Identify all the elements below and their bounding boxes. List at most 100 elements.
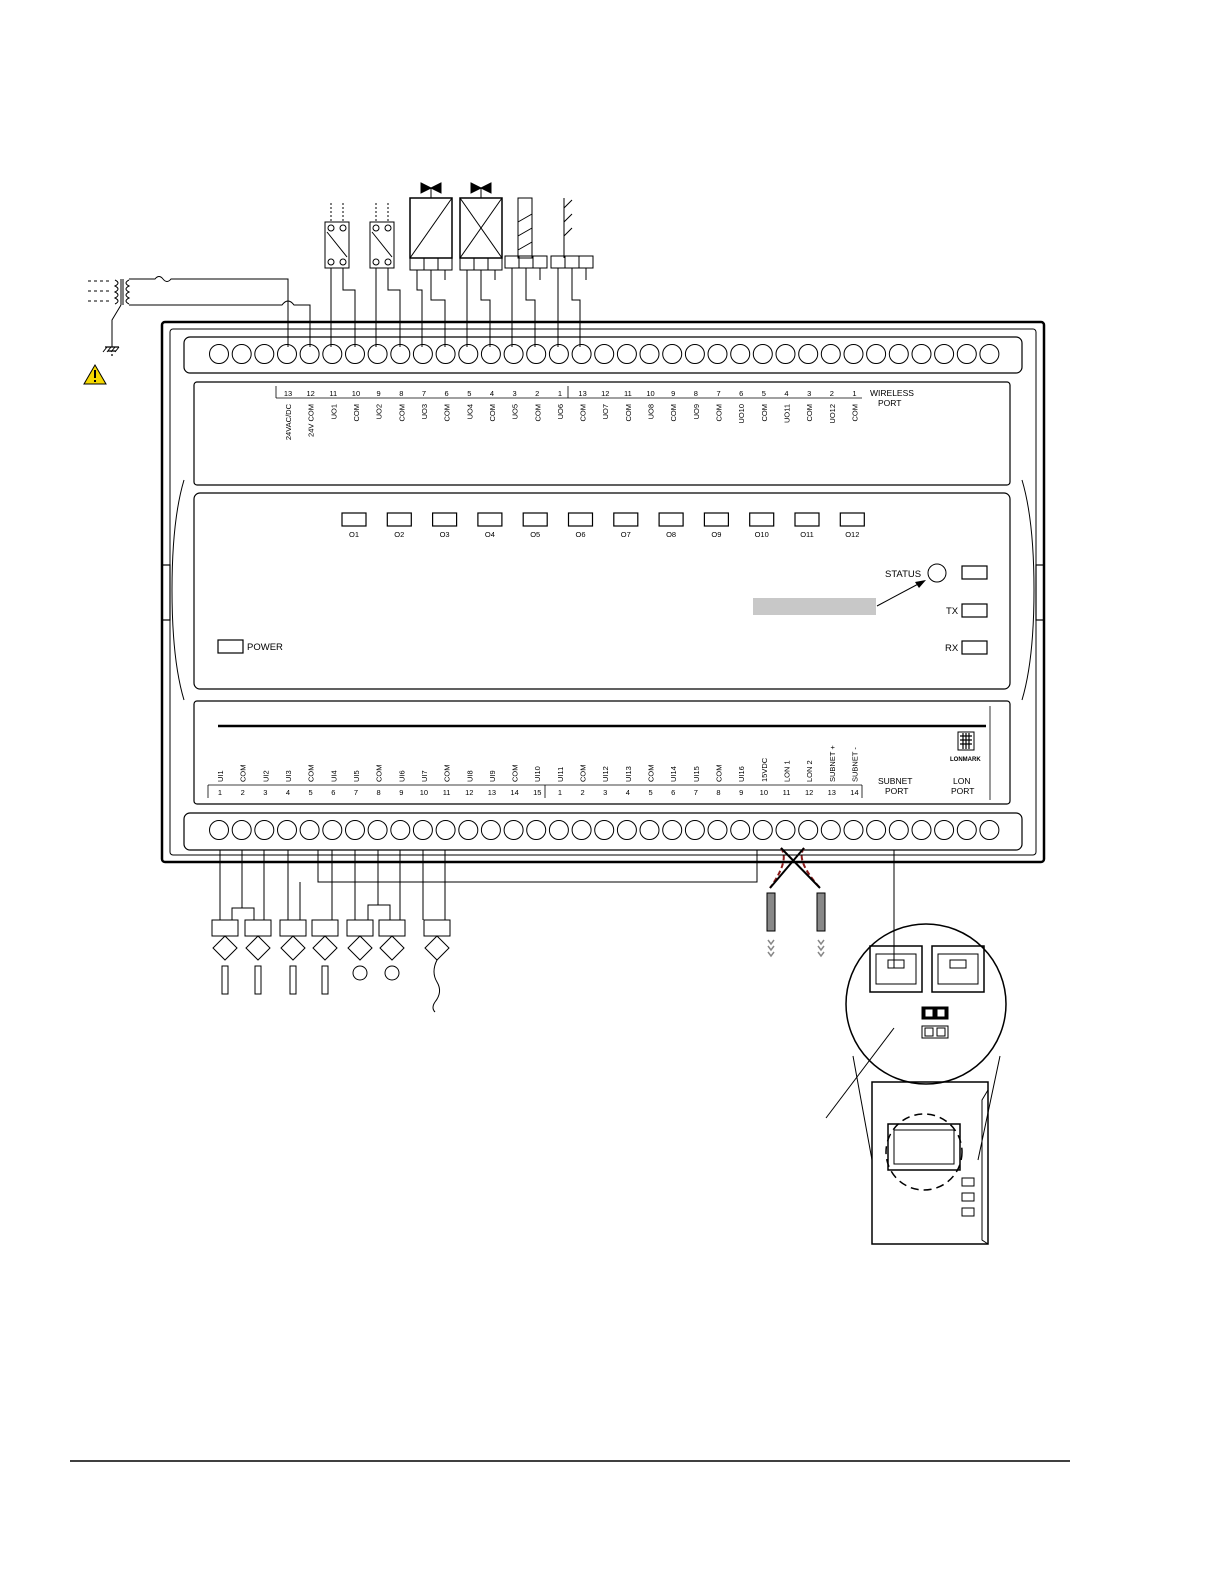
top-terminal-label: COM	[488, 404, 497, 422]
top-terminal-number: 5	[762, 389, 766, 398]
terminal-screw	[707, 344, 728, 364]
top-terminal-number: 1	[558, 389, 562, 398]
lon-network-cable	[766, 847, 826, 958]
bottom-terminal-label: UI8	[465, 770, 474, 782]
top-terminal-number: 2	[830, 389, 834, 398]
output-led	[432, 512, 458, 527]
bottom-terminal-number: 8	[716, 788, 720, 797]
output-led	[749, 512, 775, 527]
terminal-screw	[911, 344, 932, 364]
terminal-screw	[752, 344, 773, 364]
terminal-screw	[911, 820, 932, 840]
terminal-screw	[639, 344, 660, 364]
bottom-terminal-label: UI3	[284, 770, 293, 782]
terminal-screw	[254, 820, 275, 840]
bottom-terminal-number: 9	[739, 788, 743, 797]
bottom-terminal-label: COM	[443, 765, 452, 783]
bottom-terminal-strip	[207, 784, 863, 798]
bottom-terminal-number: 15	[533, 788, 541, 797]
bottom-terminal-label: LON 1	[783, 760, 792, 782]
top-terminal-number: 3	[513, 389, 517, 398]
top-terminal-label: UO1	[329, 404, 338, 419]
terminal-screw	[616, 820, 637, 840]
terminal-screw	[866, 820, 887, 840]
terminal-screw	[571, 344, 592, 364]
output-led-label: O4	[485, 530, 495, 539]
terminal-screw	[616, 344, 637, 364]
bottom-terminal-number: 3	[603, 788, 607, 797]
terminal-screw	[526, 820, 547, 840]
top-terminal-label: COM	[805, 404, 814, 422]
terminal-screw	[480, 344, 501, 364]
terminal-screw	[594, 344, 615, 364]
bottom-terminal-number: 7	[354, 788, 358, 797]
bottom-terminal-number: 10	[420, 788, 428, 797]
top-terminal-label: UO12	[828, 404, 837, 424]
lonmark-logo: LONMARK	[950, 731, 981, 763]
output-led-label: O8	[666, 530, 676, 539]
output-led-label: O11	[800, 530, 814, 539]
bottom-terminal-number: 6	[671, 788, 675, 797]
output-led-label: O2	[394, 530, 404, 539]
top-terminal-number: 13	[284, 389, 292, 398]
terminal-screw	[503, 344, 524, 364]
top-terminal-number: 9	[377, 389, 381, 398]
bottom-terminal-number: 1	[558, 788, 562, 797]
top-terminal-label: COM	[352, 404, 361, 422]
svg-text:LONMARK: LONMARK	[950, 757, 981, 763]
terminal-screw	[435, 820, 456, 840]
terminal-screw	[526, 344, 547, 364]
power-label: POWER	[247, 642, 283, 653]
terminal-screw	[684, 344, 705, 364]
bottom-terminal-number: 13	[828, 788, 836, 797]
top-terminal-label: UO8	[647, 404, 656, 419]
terminal-screw	[888, 344, 909, 364]
bottom-terminal-labels: 1UI12COM3UI24UI35COM6UI47UI58COM9UI610UI…	[216, 745, 859, 797]
top-terminal-label: UO11	[783, 404, 792, 423]
top-terminal-number: 4	[784, 389, 788, 398]
terminal-screw	[277, 344, 297, 364]
terminal-screw	[322, 344, 343, 364]
bottom-terminal-number: 2	[580, 788, 584, 797]
top-terminal-strip	[275, 386, 862, 399]
bottom-terminal-number: 4	[286, 788, 290, 797]
terminal-screw	[367, 820, 388, 840]
bottom-terminal-label: COM	[307, 765, 316, 783]
controller-housing	[160, 320, 1046, 864]
bottom-terminal-label: UI13	[624, 766, 633, 782]
bottom-terminal-number: 7	[694, 788, 698, 797]
wireless-port-label: WIRELESS	[870, 388, 914, 398]
terminal-screw	[412, 820, 433, 840]
top-terminal-label: COM	[579, 404, 588, 422]
top-terminal-label: COM	[851, 404, 860, 422]
top-terminal-label: UO3	[420, 404, 429, 419]
output-led-label: O12	[845, 530, 859, 539]
terminal-screw	[843, 344, 864, 364]
output-led-label: O3	[440, 530, 450, 539]
top-terminal-number: 12	[306, 389, 314, 398]
top-terminal-label: UO7	[601, 404, 610, 419]
terminal-screw	[435, 344, 456, 364]
top-terminal-number: 4	[490, 389, 494, 398]
tx-led	[961, 603, 988, 618]
terminal-screw	[843, 820, 864, 840]
terminal-screw	[458, 344, 479, 364]
bottom-terminal-label: COM	[579, 765, 588, 783]
top-terminal-number: 13	[578, 389, 586, 398]
bottom-terminal-label: SUBNET -	[850, 747, 859, 782]
top-terminal-number: 11	[624, 389, 632, 398]
terminal-screw	[594, 820, 615, 840]
bottom-terminal-number: 10	[760, 788, 768, 797]
output-led	[613, 512, 639, 527]
terminal-screw	[367, 344, 388, 364]
terminal-screw	[979, 820, 1000, 840]
power-led	[217, 639, 244, 654]
top-terminal-number: 1	[852, 389, 856, 398]
status-led	[927, 563, 947, 583]
terminal-screw	[548, 820, 569, 840]
terminal-screw	[820, 820, 841, 840]
bottom-terminal-label: COM	[375, 765, 384, 783]
terminal-screw	[775, 344, 796, 364]
top-terminal-screws	[209, 344, 1000, 364]
